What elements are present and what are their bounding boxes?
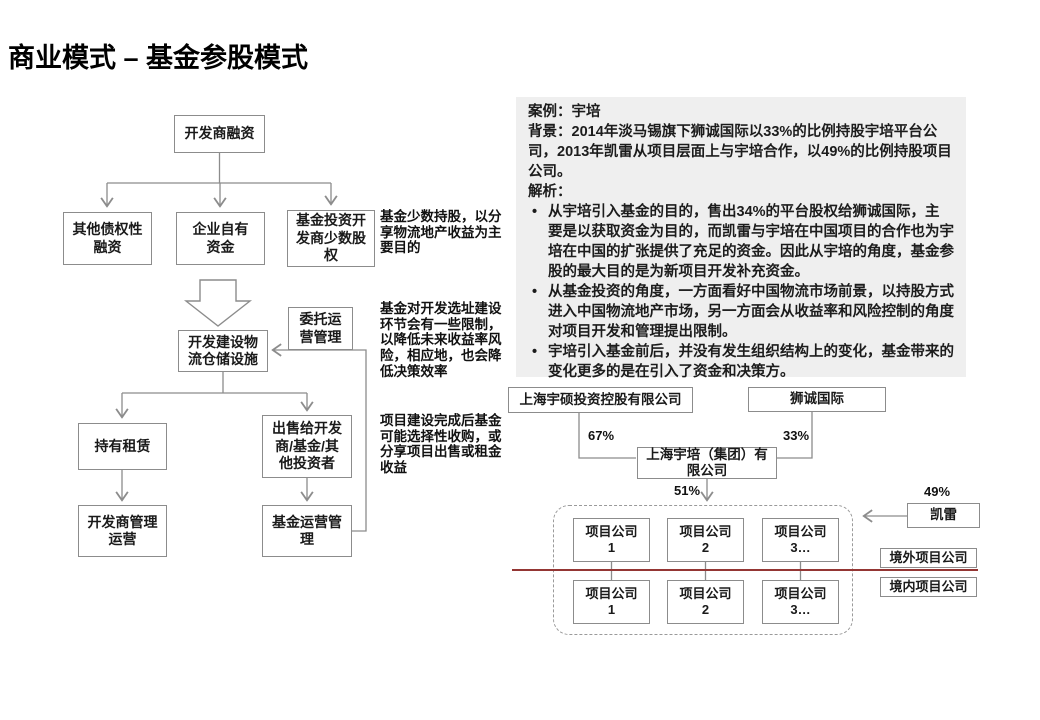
node-fund-minority-equity: 基金投资开 发商少数股 权	[287, 210, 375, 267]
case-analysis-label: 解析：	[528, 184, 572, 200]
equity-pct-49: 49%	[924, 484, 951, 499]
case-analysis-list: 从宇培引入基金的目的，售出34%的平台股权给狮诚国际，主要是以获取资金为目的，而…	[528, 202, 954, 382]
case-bullet: 从宇培引入基金的目的，售出34%的平台股权给狮诚国际，主要是以获取资金为目的，而…	[528, 202, 954, 282]
case-title: 案例：宇培	[528, 104, 601, 120]
org-node-project-company-3-offshore: 项目公司 3…	[762, 518, 839, 562]
case-panel: 案例：宇培 背景：2014年淡马锡旗下狮诚国际以33%的比例持股宇培平台公司，2…	[516, 97, 966, 380]
node-entrusted-operation: 委托运 营管理	[288, 307, 353, 350]
equity-pct-67: 67%	[588, 428, 615, 443]
node-developer-management: 开发商管理 运营	[78, 505, 167, 557]
annotation-minority-holding: 基金少数持股，以分享物流地产收益为主要目的	[380, 209, 502, 256]
org-node-project-company-1-offshore: 项目公司 1	[573, 518, 650, 562]
label-onshore-project-company: 境内项目公司	[880, 577, 977, 597]
org-node-project-company-1-onshore: 项目公司 1	[573, 580, 650, 624]
org-node-project-company-2-offshore: 项目公司 2	[667, 518, 744, 562]
case-bullet: 宇培引入基金前后，并没有发生组织结构上的变化，基金带来的变化更多的是在引入了资金…	[528, 342, 954, 382]
org-node-yushuo-holding: 上海宇硕投资控股有限公司	[508, 387, 693, 413]
org-node-shicheng-international: 狮诚国际	[748, 387, 886, 412]
org-node-project-company-2-onshore: 项目公司 2	[667, 580, 744, 624]
node-sell-to-investors: 出售给开发 商/基金/其 他投资者	[262, 415, 352, 478]
org-node-kailei: 凯雷	[907, 503, 980, 528]
page-title: 商业模式 – 基金参股模式	[8, 43, 309, 73]
case-bullet: 从基金投资的角度，一方面看好中国物流市场前景，以持股方式进入中国物流地产市场，另…	[528, 282, 954, 342]
node-fund-operation-management: 基金运营管 理	[262, 505, 352, 557]
node-hold-lease: 持有租赁	[78, 423, 167, 470]
org-node-project-company-3-onshore: 项目公司 3…	[762, 580, 839, 624]
annotation-post-construction: 项目建设完成后基金可能选择性收购，或分享项目出售或租金收益	[380, 413, 502, 475]
node-developer-financing: 开发商融资	[174, 115, 265, 153]
org-node-yupei-group: 上海宇培（集团）有 限公司	[637, 447, 777, 479]
equity-pct-51: 51%	[674, 483, 701, 498]
case-background: 背景：2014年淡马锡旗下狮诚国际以33%的比例持股宇培平台公司，2013年凯雷…	[528, 124, 952, 180]
node-develop-logistics-facilities: 开发建设物 流仓储设施	[178, 330, 268, 372]
node-own-funds: 企业自有 资金	[176, 212, 265, 265]
annotation-fund-restrictions: 基金对开发选址建设环节会有一些限制，以降低未来收益率风险，相应地，也会降低决策效…	[380, 301, 502, 379]
equity-pct-33: 33%	[783, 428, 810, 443]
label-offshore-project-company: 境外项目公司	[880, 548, 977, 568]
node-other-debt-financing: 其他债权性 融资	[63, 212, 152, 265]
offshore-onshore-divider-line	[512, 569, 978, 571]
